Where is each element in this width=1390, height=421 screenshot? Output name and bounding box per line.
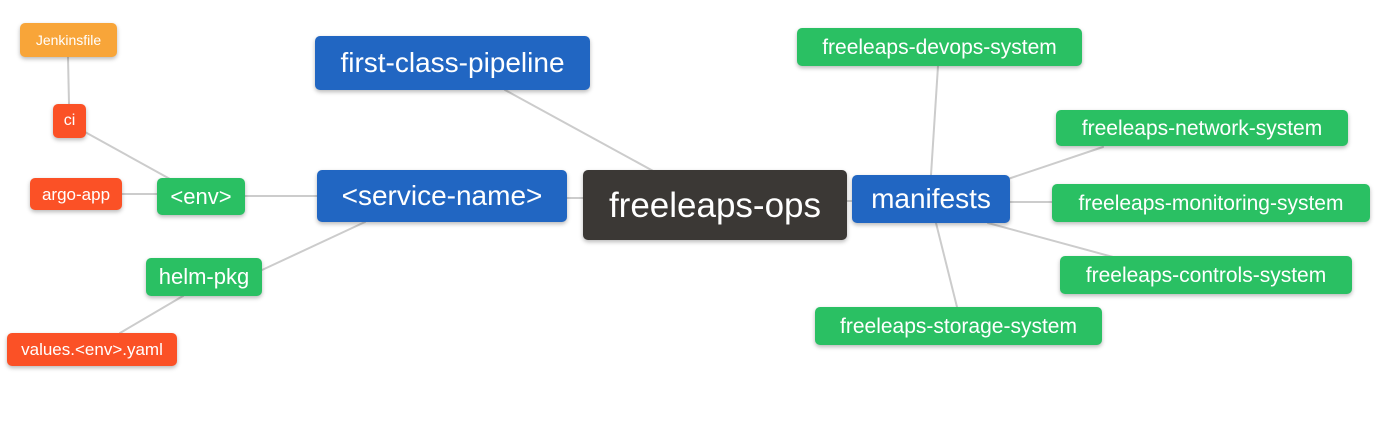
- node-network-system[interactable]: freeleaps-network-system: [1056, 110, 1348, 146]
- node-freeleaps-ops[interactable]: freeleaps-ops: [583, 170, 847, 240]
- node-controls-system[interactable]: freeleaps-controls-system: [1060, 256, 1352, 294]
- node-values-env-yaml[interactable]: values.<env>.yaml: [7, 333, 177, 366]
- edge-jenkinsfile-ci: [67, 56, 70, 105]
- node-ci[interactable]: ci: [53, 104, 86, 138]
- node-first-class-pipeline[interactable]: first-class-pipeline: [315, 36, 590, 90]
- node-storage-system[interactable]: freeleaps-storage-system: [815, 307, 1102, 345]
- node-argo-app[interactable]: argo-app: [30, 178, 122, 210]
- edge-ci-env: [84, 131, 171, 180]
- edge-manifests-devops: [930, 65, 939, 176]
- node-monitoring-system[interactable]: freeleaps-monitoring-system: [1052, 184, 1370, 222]
- edge-manifests-storage: [935, 222, 958, 308]
- node-devops-system[interactable]: freeleaps-devops-system: [797, 28, 1082, 66]
- node-env[interactable]: <env>: [157, 178, 245, 215]
- edge-manifests-controls: [987, 222, 1114, 258]
- node-service-name[interactable]: <service-name>: [317, 170, 567, 222]
- edge-pipeline-freeleaps-ops: [504, 89, 656, 173]
- edge-helm-pkg-values: [119, 295, 184, 334]
- node-helm-pkg[interactable]: helm-pkg: [146, 258, 262, 296]
- node-jenkinsfile[interactable]: Jenkinsfile: [20, 23, 117, 57]
- edge-service-name-helm-pkg: [261, 221, 366, 271]
- node-manifests[interactable]: manifests: [852, 175, 1010, 223]
